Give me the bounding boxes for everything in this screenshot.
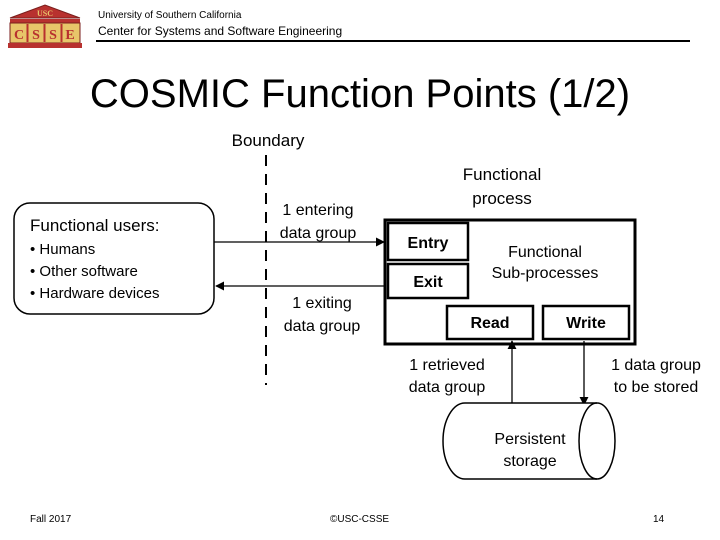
subprocesses-label-1: Functional xyxy=(508,244,582,261)
stored-label-2: to be stored xyxy=(614,379,699,396)
logo-letter: C xyxy=(14,28,24,43)
logo-usc-text: USC xyxy=(37,9,53,18)
functional-users-title: Functional users: xyxy=(30,216,159,235)
exit-label: Exit xyxy=(413,274,443,291)
exiting-label-2: data group xyxy=(284,318,361,335)
read-label: Read xyxy=(470,315,509,332)
functional-process-label-1: Functional xyxy=(463,165,541,184)
write-label: Write xyxy=(566,315,606,332)
exiting-label-1: 1 exiting xyxy=(292,295,352,312)
functional-process-label-2: process xyxy=(472,189,532,208)
entry-box xyxy=(386,221,470,262)
read-box xyxy=(445,304,535,341)
write-box xyxy=(541,304,631,341)
user-item-humans: • Humans xyxy=(30,241,95,258)
usc-csse-logo: USC C S S E xyxy=(8,4,82,48)
footer-copyright: ©USC-CSSE xyxy=(330,514,390,525)
center-name: Center for Systems and Software Engineer… xyxy=(98,24,343,38)
retrieved-label-1: 1 retrieved xyxy=(409,357,485,374)
header-rule xyxy=(96,40,690,42)
logo-letter: S xyxy=(49,28,57,43)
retrieved-label-2: data group xyxy=(409,379,486,396)
subprocesses-label-2: Sub-processes xyxy=(492,265,599,282)
storage-label-1: Persistent xyxy=(494,431,566,448)
logo-letter: S xyxy=(32,28,40,43)
boundary-label: Boundary xyxy=(232,131,305,150)
slide-title: COSMIC Function Points (1/2) xyxy=(89,72,631,116)
stored-label-1: 1 data group xyxy=(611,357,701,374)
footer-term: Fall 2017 xyxy=(30,514,72,525)
entering-label-1: 1 entering xyxy=(282,202,353,219)
user-item-hardware: • Hardware devices xyxy=(30,285,159,302)
entering-label-2: data group xyxy=(280,225,357,242)
storage-label-2: storage xyxy=(503,453,556,470)
page-number: 14 xyxy=(653,514,665,525)
exit-box xyxy=(386,262,470,300)
university-name: University of Southern California xyxy=(98,10,242,21)
functional-users-box xyxy=(13,202,215,315)
entry-label: Entry xyxy=(408,235,449,252)
user-item-software: • Other software xyxy=(30,263,138,280)
logo-letter: E xyxy=(65,28,74,43)
